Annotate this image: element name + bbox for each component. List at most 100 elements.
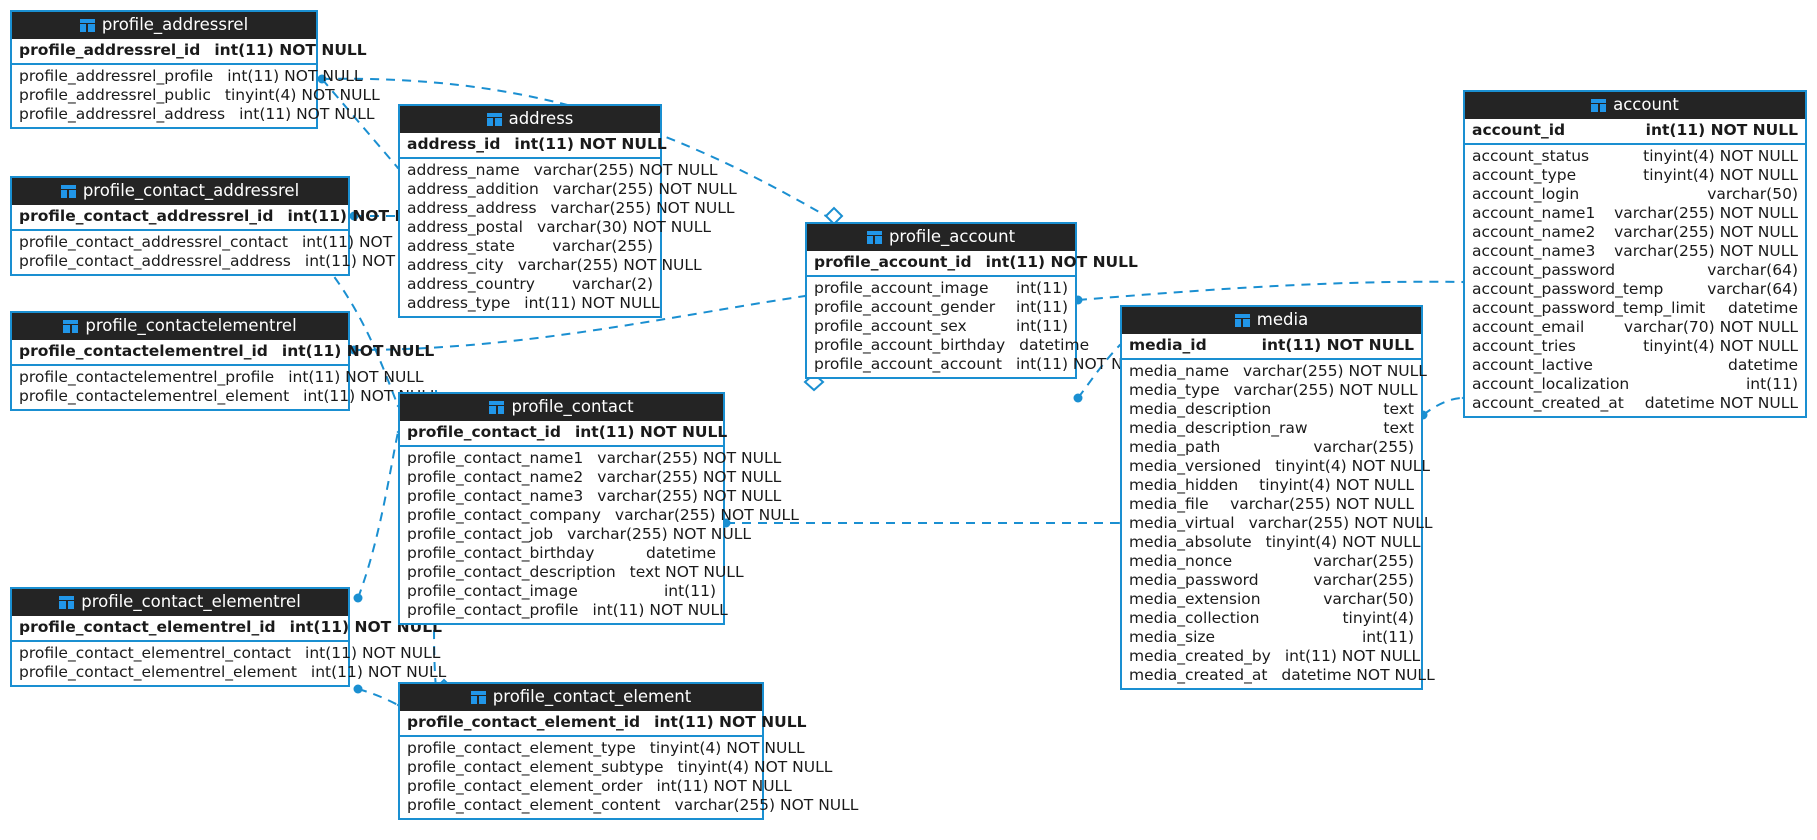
column-name: profile_contact_name3 [407, 487, 584, 505]
column-type: tinyint(4) NOT NULL [224, 86, 380, 104]
column-name: account_created_at [1472, 394, 1624, 412]
table-icon [63, 319, 79, 333]
column-type: int(11) [1015, 317, 1068, 335]
column-type: varchar(255) NOT NULL [1614, 242, 1798, 260]
table-title-bar: media [1122, 307, 1421, 334]
table-icon [486, 112, 502, 126]
column-name: account_login [1472, 185, 1580, 203]
table-icon [1234, 313, 1250, 327]
column-type: varchar(64) [1707, 261, 1798, 279]
column-type: int(11) NOT NULL [227, 67, 363, 85]
column-name: profile_contact_job [407, 525, 554, 543]
